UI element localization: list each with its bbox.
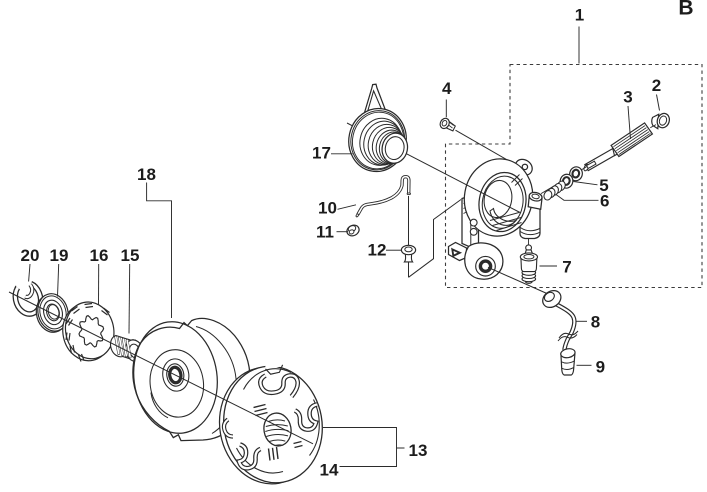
svg-text:16: 16 (90, 246, 109, 265)
svg-text:20: 20 (21, 246, 40, 265)
svg-text:6: 6 (600, 192, 609, 211)
svg-text:19: 19 (50, 246, 69, 265)
svg-text:2: 2 (652, 76, 661, 95)
svg-text:17: 17 (312, 144, 331, 163)
svg-text:5: 5 (599, 176, 608, 195)
svg-text:13: 13 (409, 441, 428, 460)
svg-text:14: 14 (320, 461, 339, 480)
svg-text:1: 1 (575, 6, 584, 25)
svg-text:12: 12 (368, 241, 387, 260)
svg-text:3: 3 (623, 88, 632, 107)
svg-text:15: 15 (121, 246, 140, 265)
svg-text:9: 9 (596, 358, 605, 377)
svg-text:B: B (678, 0, 693, 20)
svg-text:10: 10 (318, 199, 337, 218)
svg-text:4: 4 (442, 79, 452, 98)
svg-text:11: 11 (316, 223, 334, 242)
svg-text:7: 7 (562, 258, 571, 277)
svg-text:8: 8 (591, 313, 600, 332)
svg-text:18: 18 (137, 165, 156, 184)
